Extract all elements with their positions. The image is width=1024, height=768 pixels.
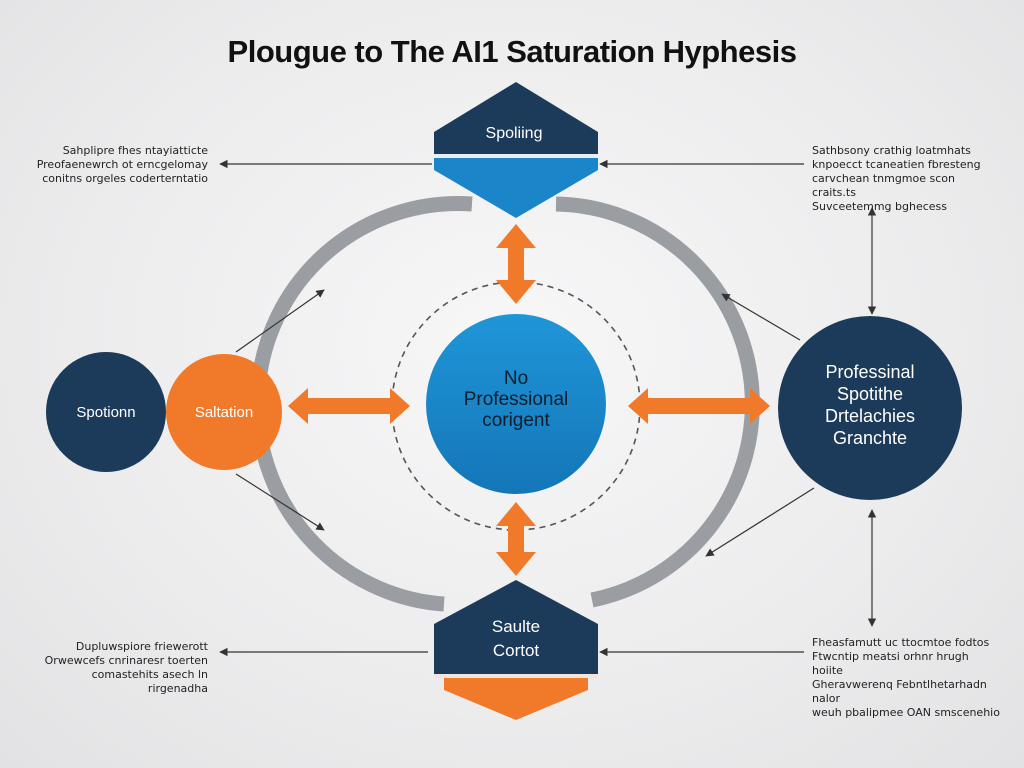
node-right-label-line3: Drtelachies <box>825 406 915 426</box>
connector-right-up <box>721 293 801 341</box>
note-bottom-right: Fheasfamutt uc ttocmtoe fodtos Ftwcntip … <box>812 636 1000 719</box>
diagram-title: Plougue to The AI1 Saturation Hyphesis <box>227 34 797 69</box>
node-right-circle <box>778 316 962 500</box>
node-center-label-line1: No <box>504 368 528 389</box>
orange-arrow-bottom <box>496 502 536 576</box>
note-top-right: Sathbsony crathig loatmhats knpoecct tca… <box>812 144 981 213</box>
node-bottom-label-line1: Saulte <box>492 617 540 636</box>
note-top-left: Sahplipre fhes ntayiatticte Preofaenewrc… <box>36 144 208 185</box>
connectors <box>219 159 877 657</box>
node-left-orange-label: Saltation <box>195 404 253 421</box>
node-right-label-line2: Spotithe <box>837 384 903 404</box>
note-bottom-left: Dupluwspiore friewerott Orwewcefs cnrina… <box>44 640 208 695</box>
node-right-label-line4: Granchte <box>833 428 907 448</box>
orange-arrow-left <box>288 388 410 424</box>
node-bottom-hexagon <box>434 580 598 720</box>
node-right-label-line1: Professinal <box>825 362 914 382</box>
connector-left-up <box>235 289 325 353</box>
node-left-navy-circle <box>46 352 166 472</box>
outer-ring-right-arc <box>555 196 760 608</box>
node-left-orange-circle <box>166 354 282 470</box>
node-center-label-line3: corigent <box>482 410 550 431</box>
orange-arrow-top <box>496 224 536 304</box>
orange-arrows <box>288 224 770 576</box>
node-bottom-label-line2: Cortot <box>493 641 540 660</box>
node-top-hexagon <box>434 82 598 218</box>
node-center-circle <box>426 314 606 494</box>
connector-left-down <box>235 473 325 531</box>
orange-arrow-right <box>628 388 770 424</box>
connector-right-down <box>705 487 815 557</box>
node-left-navy-label: Spotionn <box>76 404 135 421</box>
node-top-label: Spoliing <box>486 125 543 142</box>
node-center-label-line2: Professional <box>464 389 569 410</box>
